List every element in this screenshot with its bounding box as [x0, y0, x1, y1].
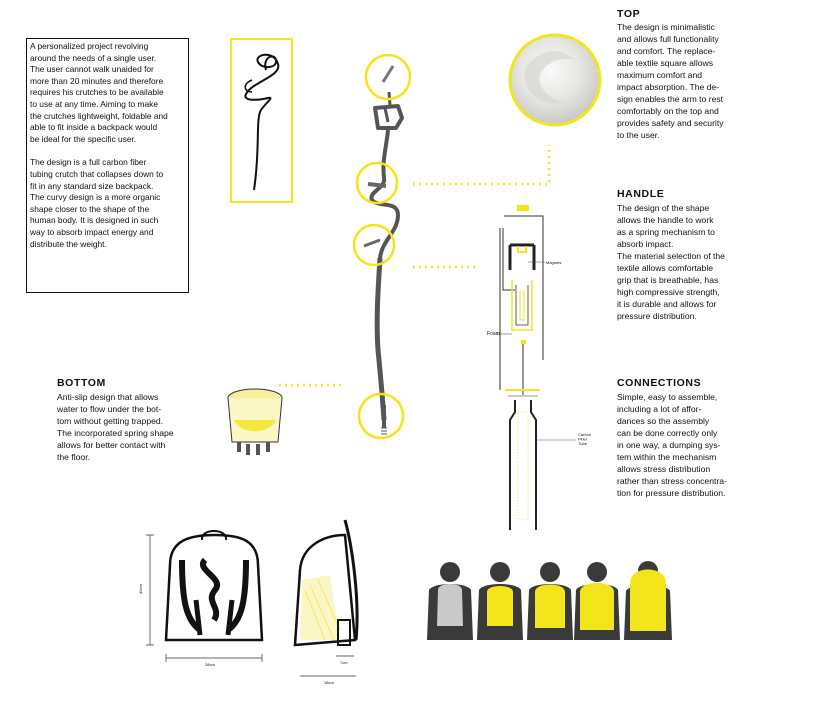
side-depth-bottom-label: 18cm: [324, 680, 334, 685]
side-depth-top-label: 7cm: [340, 660, 348, 665]
person-silhouette-icon: [427, 561, 672, 640]
backpack-side-icon: [293, 519, 359, 647]
handle-detail-icon: [355, 161, 399, 205]
bottom-body: Anti-slip design that allows water to fl…: [57, 392, 174, 462]
crutch-sketch-icon: [244, 53, 280, 191]
connection-detail-icon: [352, 223, 396, 267]
handle-body: The design of the shape allows the handl…: [617, 203, 725, 321]
magnets-label: Magnets: [546, 260, 561, 265]
bottom-title: BOTTOM: [57, 377, 106, 389]
top-body: The design is minimalistic and allows fu…: [617, 22, 724, 140]
foam-texture-icon: [508, 33, 602, 127]
connections-title: CONNECTIONS: [617, 377, 702, 389]
intro-paragraph-2: The design is a full carbon fiber tubing…: [30, 157, 164, 249]
top-detail-icon: [364, 53, 412, 101]
intro-box: A personalized project revolving around …: [26, 38, 189, 293]
backpack-width-label: 28cm: [205, 662, 215, 667]
top-title: TOP: [617, 8, 641, 20]
connections-body: Simple, easy to assemble, including a lo…: [617, 392, 727, 498]
sketch-box: [230, 38, 293, 203]
backpack-height-label: 40cm: [138, 584, 143, 594]
handle-title: HANDLE: [617, 188, 665, 200]
backpack-front-icon: [164, 530, 264, 642]
foam-label: Foam: [487, 331, 500, 337]
bottom-detail-icon: [357, 392, 405, 440]
intro-paragraph-1: A personalized project revolving around …: [30, 41, 168, 144]
